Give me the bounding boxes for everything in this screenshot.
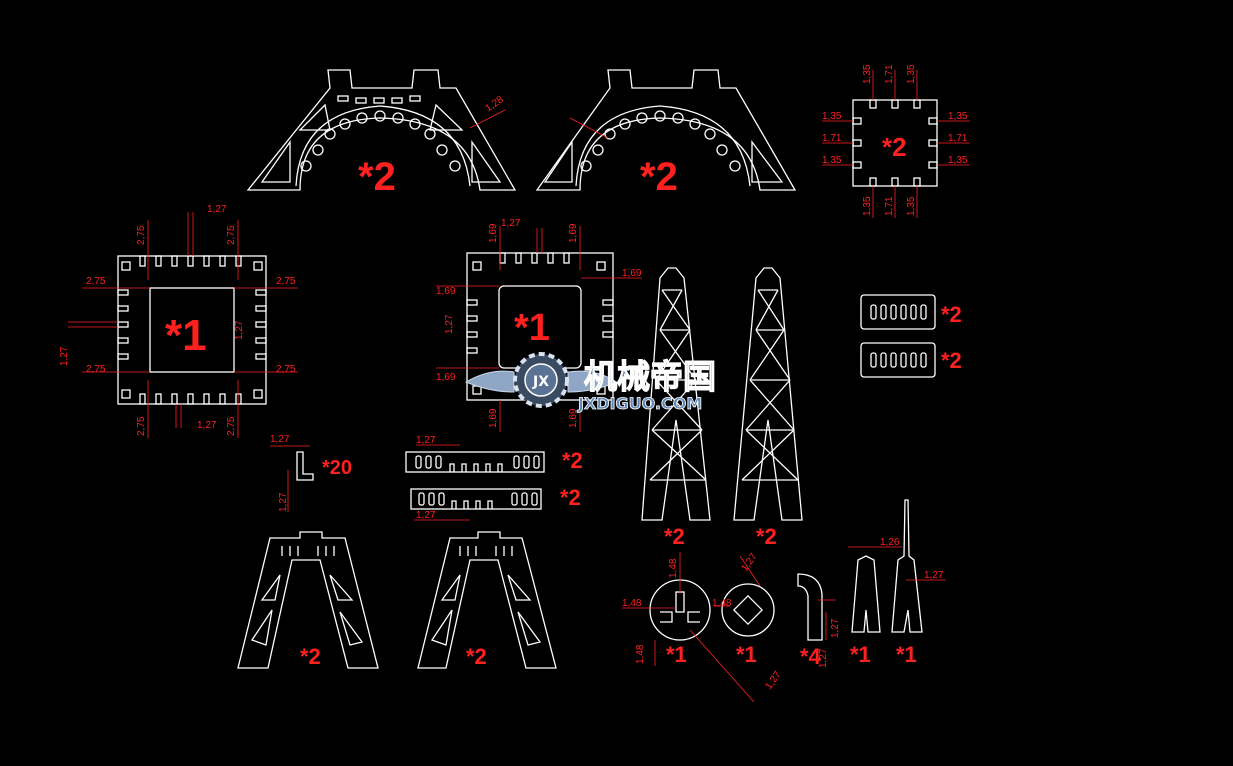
dim-sq-l-rb: 2,75	[276, 364, 296, 375]
qty-arch-left: *2	[358, 155, 396, 199]
qty-strip-bottom: *2	[560, 485, 581, 510]
square-plate-left: *1 1,27 1,27 2,75 2,75 2,75 2,75 2,75 2,…	[59, 204, 298, 438]
arch-piece-right: *2	[535, 69, 797, 199]
dim-round-a-top: 1,48	[668, 558, 679, 578]
watermark-subtitle: JXDIGUO.COM	[577, 394, 702, 413]
watermark: JX 机械帝国 JXDIGUO.COM	[464, 352, 717, 413]
dim-sq-m-tl: 1,69	[488, 223, 499, 243]
dim-round-a-left: 1,48	[622, 598, 642, 609]
qty-hook: *4	[800, 644, 822, 669]
dim-spike-b: 1,27	[924, 570, 944, 581]
dim-sp-l3: 1,35	[822, 155, 842, 166]
watermark-wing-left	[464, 370, 515, 393]
dim-sp-b3: 1,35	[906, 196, 917, 216]
dim-sq-l-tr: 2,75	[226, 225, 237, 245]
dim-sq-m-top: 1,27	[501, 218, 521, 229]
qty-pillar-left: *2	[664, 524, 685, 549]
dim-sq-l-rm: 1,27	[234, 320, 245, 340]
dim-sq-l-br: 2,75	[226, 416, 237, 436]
watermark-wing-right	[567, 370, 618, 393]
dim-sp-l1: 1,35	[822, 111, 842, 122]
dim-sp-l2: 1,71	[822, 133, 842, 144]
dim-sq-m-lb: 1,69	[436, 372, 456, 383]
qty-leg-mid: *2	[466, 644, 487, 669]
qty-square-mid: *1	[514, 307, 550, 349]
dim-sp-t1: 1,35	[862, 64, 873, 84]
dim-sq-l-lm: 1,27	[59, 346, 70, 366]
qty-round-b: *1	[736, 642, 757, 667]
dim-clip-h: 1,27	[278, 492, 289, 512]
dim-sq-l-lb: 2,75	[86, 364, 106, 375]
qty-square-left: *1	[165, 311, 207, 360]
arch-piece-left: *2 1,28	[246, 69, 517, 199]
dim-sq-l-lt: 2,75	[86, 276, 106, 287]
dim-sq-m-br: 1,69	[568, 408, 579, 428]
dim-hook-a: 1,27	[830, 618, 841, 638]
spike-a: 1,26 *1	[848, 537, 902, 667]
dim-hook-b: 1,27	[818, 648, 829, 668]
dim-sq-l-tl: 2,75	[136, 225, 147, 245]
dim-sp-r1: 1,35	[948, 111, 968, 122]
watermark-logo-text: JX	[532, 374, 549, 390]
dim-round-b-top: 1,27	[739, 551, 759, 574]
dim-sq-l-bot: 1,27	[197, 420, 217, 431]
dim-sq-l-top: 1,27	[207, 204, 227, 215]
qty-spike-a: *1	[850, 642, 871, 667]
qty-small-plate: *2	[882, 132, 907, 162]
pillar-left: *2	[641, 267, 711, 549]
dim-sp-b1: 1,35	[862, 196, 873, 216]
qty-spike-b: *1	[896, 642, 917, 667]
dim-spike-a: 1,26	[880, 537, 900, 548]
slot-tab-top: *2	[860, 294, 962, 330]
qty-clip: *20	[322, 457, 352, 479]
dim-round-a-bot: 1,48	[635, 644, 646, 664]
square-plate-mid: *1 1,27 1,69 1,69 1,69 1,69 1,69 1,69 1,…	[436, 218, 642, 432]
dim-sp-r2: 1,71	[948, 133, 968, 144]
strip-top: 1,27 *2	[405, 435, 583, 473]
dim-round-a-diag: 1,27	[763, 669, 783, 692]
dim-sp-r3: 1,35	[948, 155, 968, 166]
dim-sq-m-bl: 1,69	[488, 408, 499, 428]
dim-sq-m-lm: 1,27	[444, 314, 455, 334]
pillar-right: *2	[733, 267, 803, 549]
dim-sq-m-lt: 1,69	[436, 286, 456, 297]
square-plate-left-dims: 1,27 1,27 2,75 2,75 2,75 2,75 2,75 2,75 …	[59, 204, 298, 438]
dim-sq-l-bl: 2,75	[136, 416, 147, 436]
slot-tab-bottom: *2	[860, 342, 962, 378]
dim-clip-w: 1,27	[270, 434, 290, 445]
dim-sp-t2: 1,71	[884, 64, 895, 84]
watermark-title: 机械帝国	[584, 357, 716, 396]
small-plate-top-right: *2 1,35 1,71 1,35 1,35 1,71 1,35 1,35 1,…	[822, 64, 970, 218]
spike-b: 1,27 *1	[891, 499, 946, 667]
dim-strip-top: 1,27	[416, 435, 436, 446]
dim-sp-b2: 1,71	[884, 196, 895, 216]
dim-sq-m-tr: 1,69	[568, 223, 579, 243]
qty-strip-top: *2	[562, 448, 583, 473]
qty-round-a: *1	[666, 642, 687, 667]
leg-bottom-left: *2	[237, 531, 379, 669]
dim-sp-t3: 1,35	[906, 64, 917, 84]
dim-sq-m-rt: 1,69	[622, 268, 642, 279]
round-piece-b: 1,27 1,48 *1	[712, 551, 775, 667]
qty-leg-left: *2	[300, 644, 321, 669]
clip-piece: 1,27 1,27 *20	[270, 434, 352, 512]
square-plate-mid-dims: 1,27 1,69 1,69 1,69 1,69 1,69 1,69 1,69 …	[436, 218, 642, 432]
hook-piece: 1,27 1,27 *4	[797, 573, 841, 669]
dim-sq-l-rt: 2,75	[276, 276, 296, 287]
qty-arch-right: *2	[640, 155, 678, 199]
qty-slot-tab-top: *2	[941, 302, 962, 327]
leg-bottom-mid: *2	[417, 531, 557, 669]
square-plate-left-slots	[117, 255, 267, 405]
dim-strip-bottom: 1,27	[416, 510, 436, 521]
arch-right-holes	[580, 110, 741, 172]
small-plate-dims: 1,35 1,71 1,35 1,35 1,71 1,35 1,35 1,71 …	[822, 64, 970, 218]
qty-pillar-right: *2	[756, 524, 777, 549]
round-piece-a: 1,48 1,48 1,48 1,27 *1	[622, 552, 784, 703]
arch-left-holes	[300, 95, 461, 172]
dim-round-b-left: 1,48	[712, 598, 732, 609]
qty-slot-tab-bottom: *2	[941, 348, 962, 373]
strip-bottom: 1,27 *2	[410, 485, 581, 521]
